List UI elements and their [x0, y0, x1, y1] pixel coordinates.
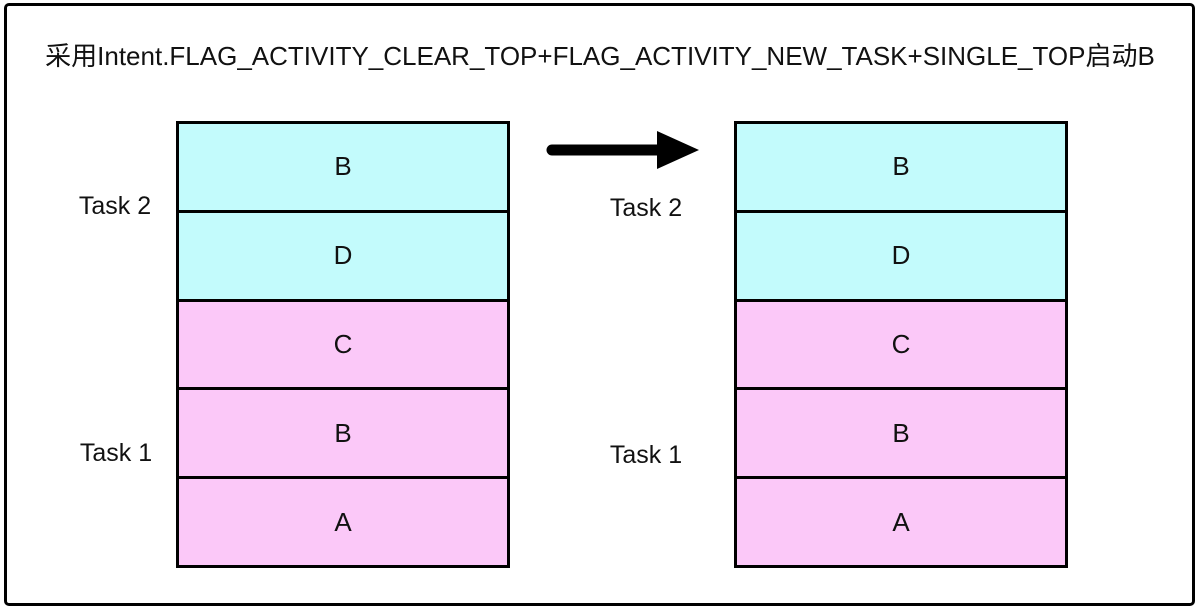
after-task-stack: B D C B A [734, 121, 1068, 568]
task1-label-before: Task 1 [79, 439, 153, 467]
activity-block: C [737, 301, 1065, 391]
activity-block: B [737, 124, 1065, 213]
before-task-stack: B D C B A [176, 121, 510, 568]
task2-label-after: Task 2 [609, 194, 683, 222]
activity-block: A [737, 479, 1065, 565]
task2-label-before: Task 2 [78, 192, 152, 220]
activity-block: B [179, 124, 507, 213]
diagram-title: 采用Intent.FLAG_ACTIVITY_CLEAR_TOP+FLAG_AC… [45, 41, 1155, 71]
activity-block: D [179, 212, 507, 302]
activity-block: B [179, 390, 507, 480]
activity-block: C [179, 301, 507, 391]
activity-block: A [179, 479, 507, 565]
right-arrow-icon [545, 128, 705, 172]
activity-block: D [737, 212, 1065, 302]
outer-frame [4, 3, 1195, 606]
activity-block: B [737, 390, 1065, 480]
task1-label-after: Task 1 [609, 441, 683, 469]
